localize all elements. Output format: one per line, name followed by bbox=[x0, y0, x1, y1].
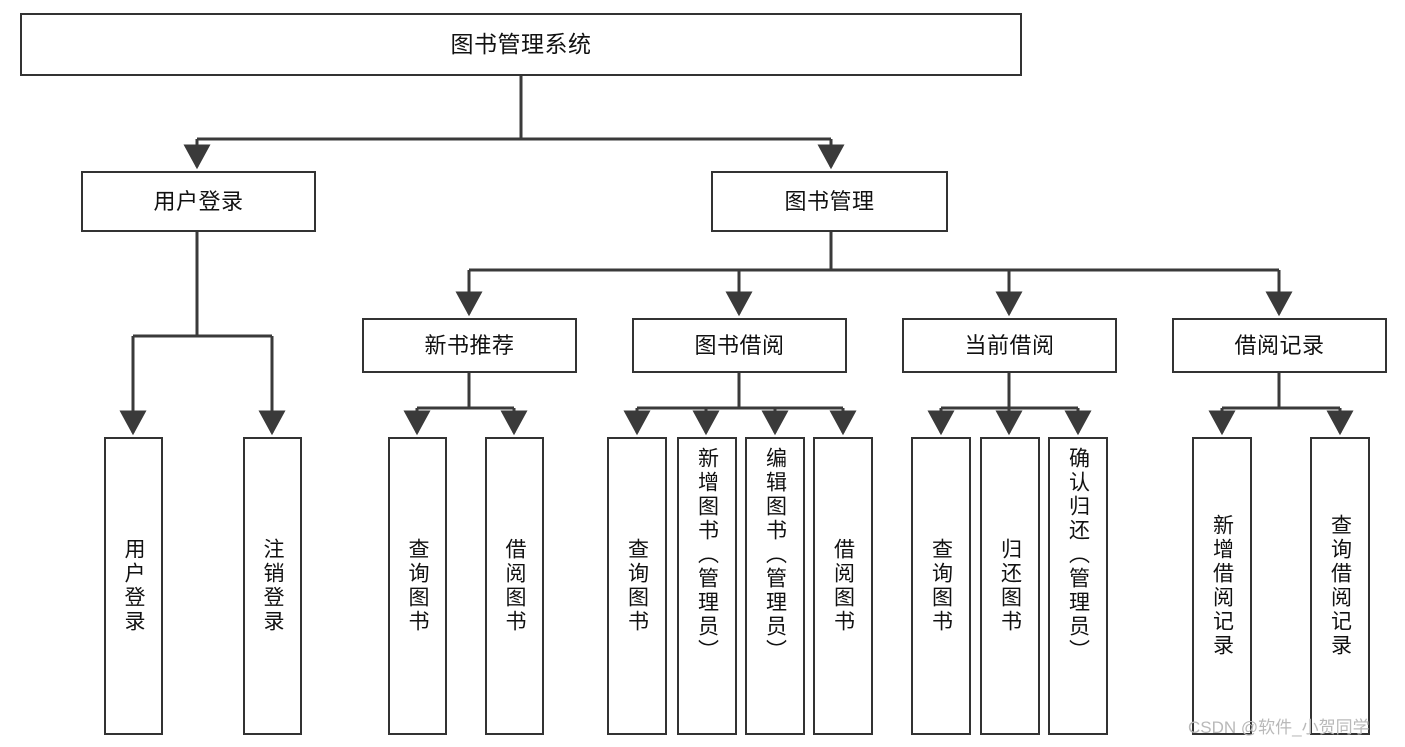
leaf-query-book-2-label: 查询图书 bbox=[625, 538, 649, 634]
node-user-login[interactable]: 用户登录 bbox=[81, 171, 316, 232]
leaf-query-book-1-label: 查询图书 bbox=[406, 538, 429, 634]
leaf-return-book[interactable]: 归还图书 bbox=[980, 437, 1040, 735]
leaf-borrow-book-1[interactable]: 借阅图书 bbox=[485, 437, 544, 735]
leaf-borrow-book-2-label: 借阅图书 bbox=[831, 538, 855, 634]
leaf-edit-book[interactable]: 编辑图书（管理员） bbox=[745, 437, 805, 735]
leaf-confirm-return-label: 确认归还（管理员） bbox=[1066, 447, 1090, 663]
leaf-borrow-book-2[interactable]: 借阅图书 bbox=[813, 437, 873, 735]
leaf-query-book-3[interactable]: 查询图书 bbox=[911, 437, 971, 735]
node-user-login-label: 用户登录 bbox=[153, 188, 244, 214]
node-book-management-label: 图书管理 bbox=[784, 188, 875, 214]
leaf-return-book-label: 归还图书 bbox=[998, 538, 1022, 634]
node-new-book-recommend[interactable]: 新书推荐 bbox=[362, 318, 577, 373]
leaf-add-book[interactable]: 新增图书（管理员） bbox=[677, 437, 737, 735]
node-root-label: 图书管理系统 bbox=[450, 30, 592, 57]
node-current-borrow-label: 当前借阅 bbox=[964, 332, 1055, 358]
leaf-edit-book-label: 编辑图书（管理员） bbox=[763, 447, 787, 663]
leaf-query-book-3-label: 查询图书 bbox=[929, 538, 953, 634]
node-root[interactable]: 图书管理系统 bbox=[20, 13, 1022, 76]
leaf-add-book-label: 新增图书（管理员） bbox=[695, 447, 719, 663]
node-new-book-recommend-label: 新书推荐 bbox=[424, 332, 515, 358]
node-book-management[interactable]: 图书管理 bbox=[711, 171, 948, 232]
leaf-add-borrow-record-label: 新增借阅记录 bbox=[1210, 514, 1234, 658]
leaf-borrow-book-1-label: 借阅图书 bbox=[503, 538, 526, 634]
leaf-confirm-return[interactable]: 确认归还（管理员） bbox=[1048, 437, 1108, 735]
leaf-query-book-1[interactable]: 查询图书 bbox=[388, 437, 447, 735]
node-book-borrow-label: 图书借阅 bbox=[694, 332, 785, 358]
leaf-user-login-label: 用户登录 bbox=[122, 538, 145, 634]
leaf-query-book-2[interactable]: 查询图书 bbox=[607, 437, 667, 735]
leaf-user-login[interactable]: 用户登录 bbox=[104, 437, 163, 735]
leaf-add-borrow-record[interactable]: 新增借阅记录 bbox=[1192, 437, 1252, 735]
node-borrow-record[interactable]: 借阅记录 bbox=[1172, 318, 1387, 373]
node-current-borrow[interactable]: 当前借阅 bbox=[902, 318, 1117, 373]
node-book-borrow[interactable]: 图书借阅 bbox=[632, 318, 847, 373]
leaf-query-borrow-record-label: 查询借阅记录 bbox=[1328, 514, 1352, 658]
leaf-query-borrow-record[interactable]: 查询借阅记录 bbox=[1310, 437, 1370, 735]
leaf-logout-label: 注销登录 bbox=[261, 538, 284, 634]
csdn-watermark: CSDN @软件_小贺同学 bbox=[1188, 718, 1370, 737]
leaf-logout[interactable]: 注销登录 bbox=[243, 437, 302, 735]
node-borrow-record-label: 借阅记录 bbox=[1234, 332, 1325, 358]
